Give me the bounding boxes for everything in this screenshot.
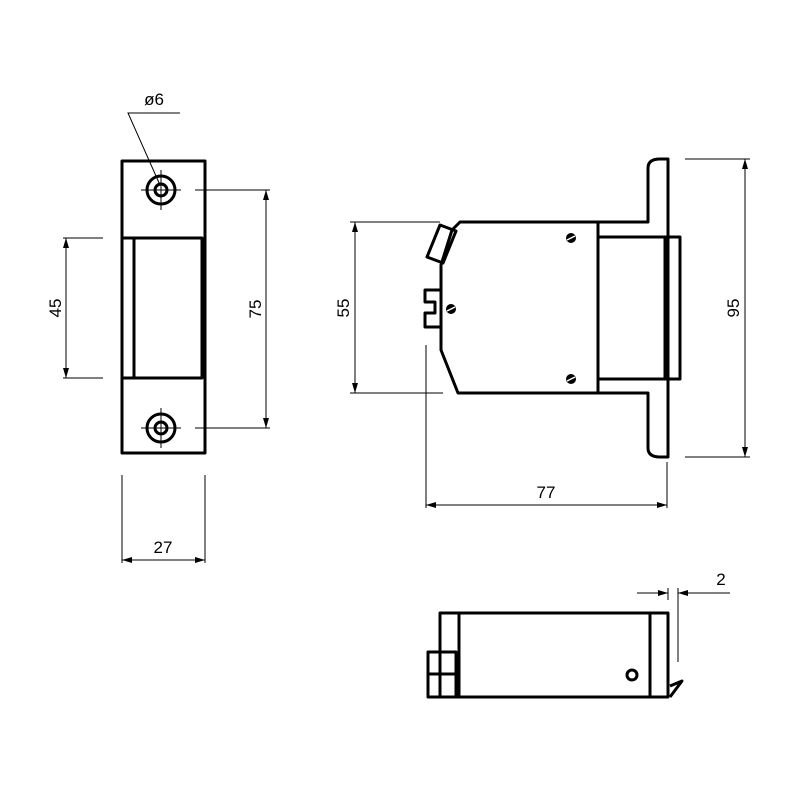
dim-2-label: 2: [716, 570, 725, 589]
dim-55-label: 55: [334, 299, 353, 318]
dim-faceplate-offset: 2: [637, 570, 730, 662]
top-view-dividers: [457, 613, 652, 697]
screw-icon: [566, 233, 576, 243]
dim-45-label: 45: [46, 299, 65, 318]
dim-body-depth: 77: [425, 345, 668, 508]
strike-opening: [123, 236, 204, 380]
dim-77-label: 77: [537, 483, 556, 502]
screw-icon: [446, 304, 456, 314]
lock-body-outline: [439, 157, 670, 459]
top-view-outline: [438, 611, 670, 699]
dim-strike-width: 27: [121, 475, 206, 563]
side-tab: [423, 288, 441, 329]
latch-tip: [668, 679, 684, 698]
dim-hole-diameter-label: ø6: [144, 90, 164, 109]
dim-body-height: 55: [334, 221, 443, 394]
lock-side-view: [423, 157, 682, 459]
bolt: [596, 235, 682, 381]
dim-hole-diameter: ø6: [127, 90, 180, 186]
mounting-hole-bottom: [141, 408, 181, 448]
dim-27-label: 27: [154, 538, 173, 557]
dim-strike-hole-spacing: 75: [195, 189, 270, 429]
screw-icon: [566, 374, 576, 384]
lock-top-view: [426, 611, 684, 699]
top-tab: [425, 223, 458, 265]
strike-plate-view: [120, 159, 207, 455]
mounting-hole-top: [141, 170, 181, 210]
dim-75-label: 75: [246, 300, 265, 319]
screw-hole: [625, 668, 639, 682]
dim-strike-opening: 45: [46, 237, 103, 379]
strike-plate-outline: [120, 159, 207, 455]
dim-faceplate-height: 95: [685, 158, 750, 458]
dim-95-label: 95: [724, 299, 743, 318]
